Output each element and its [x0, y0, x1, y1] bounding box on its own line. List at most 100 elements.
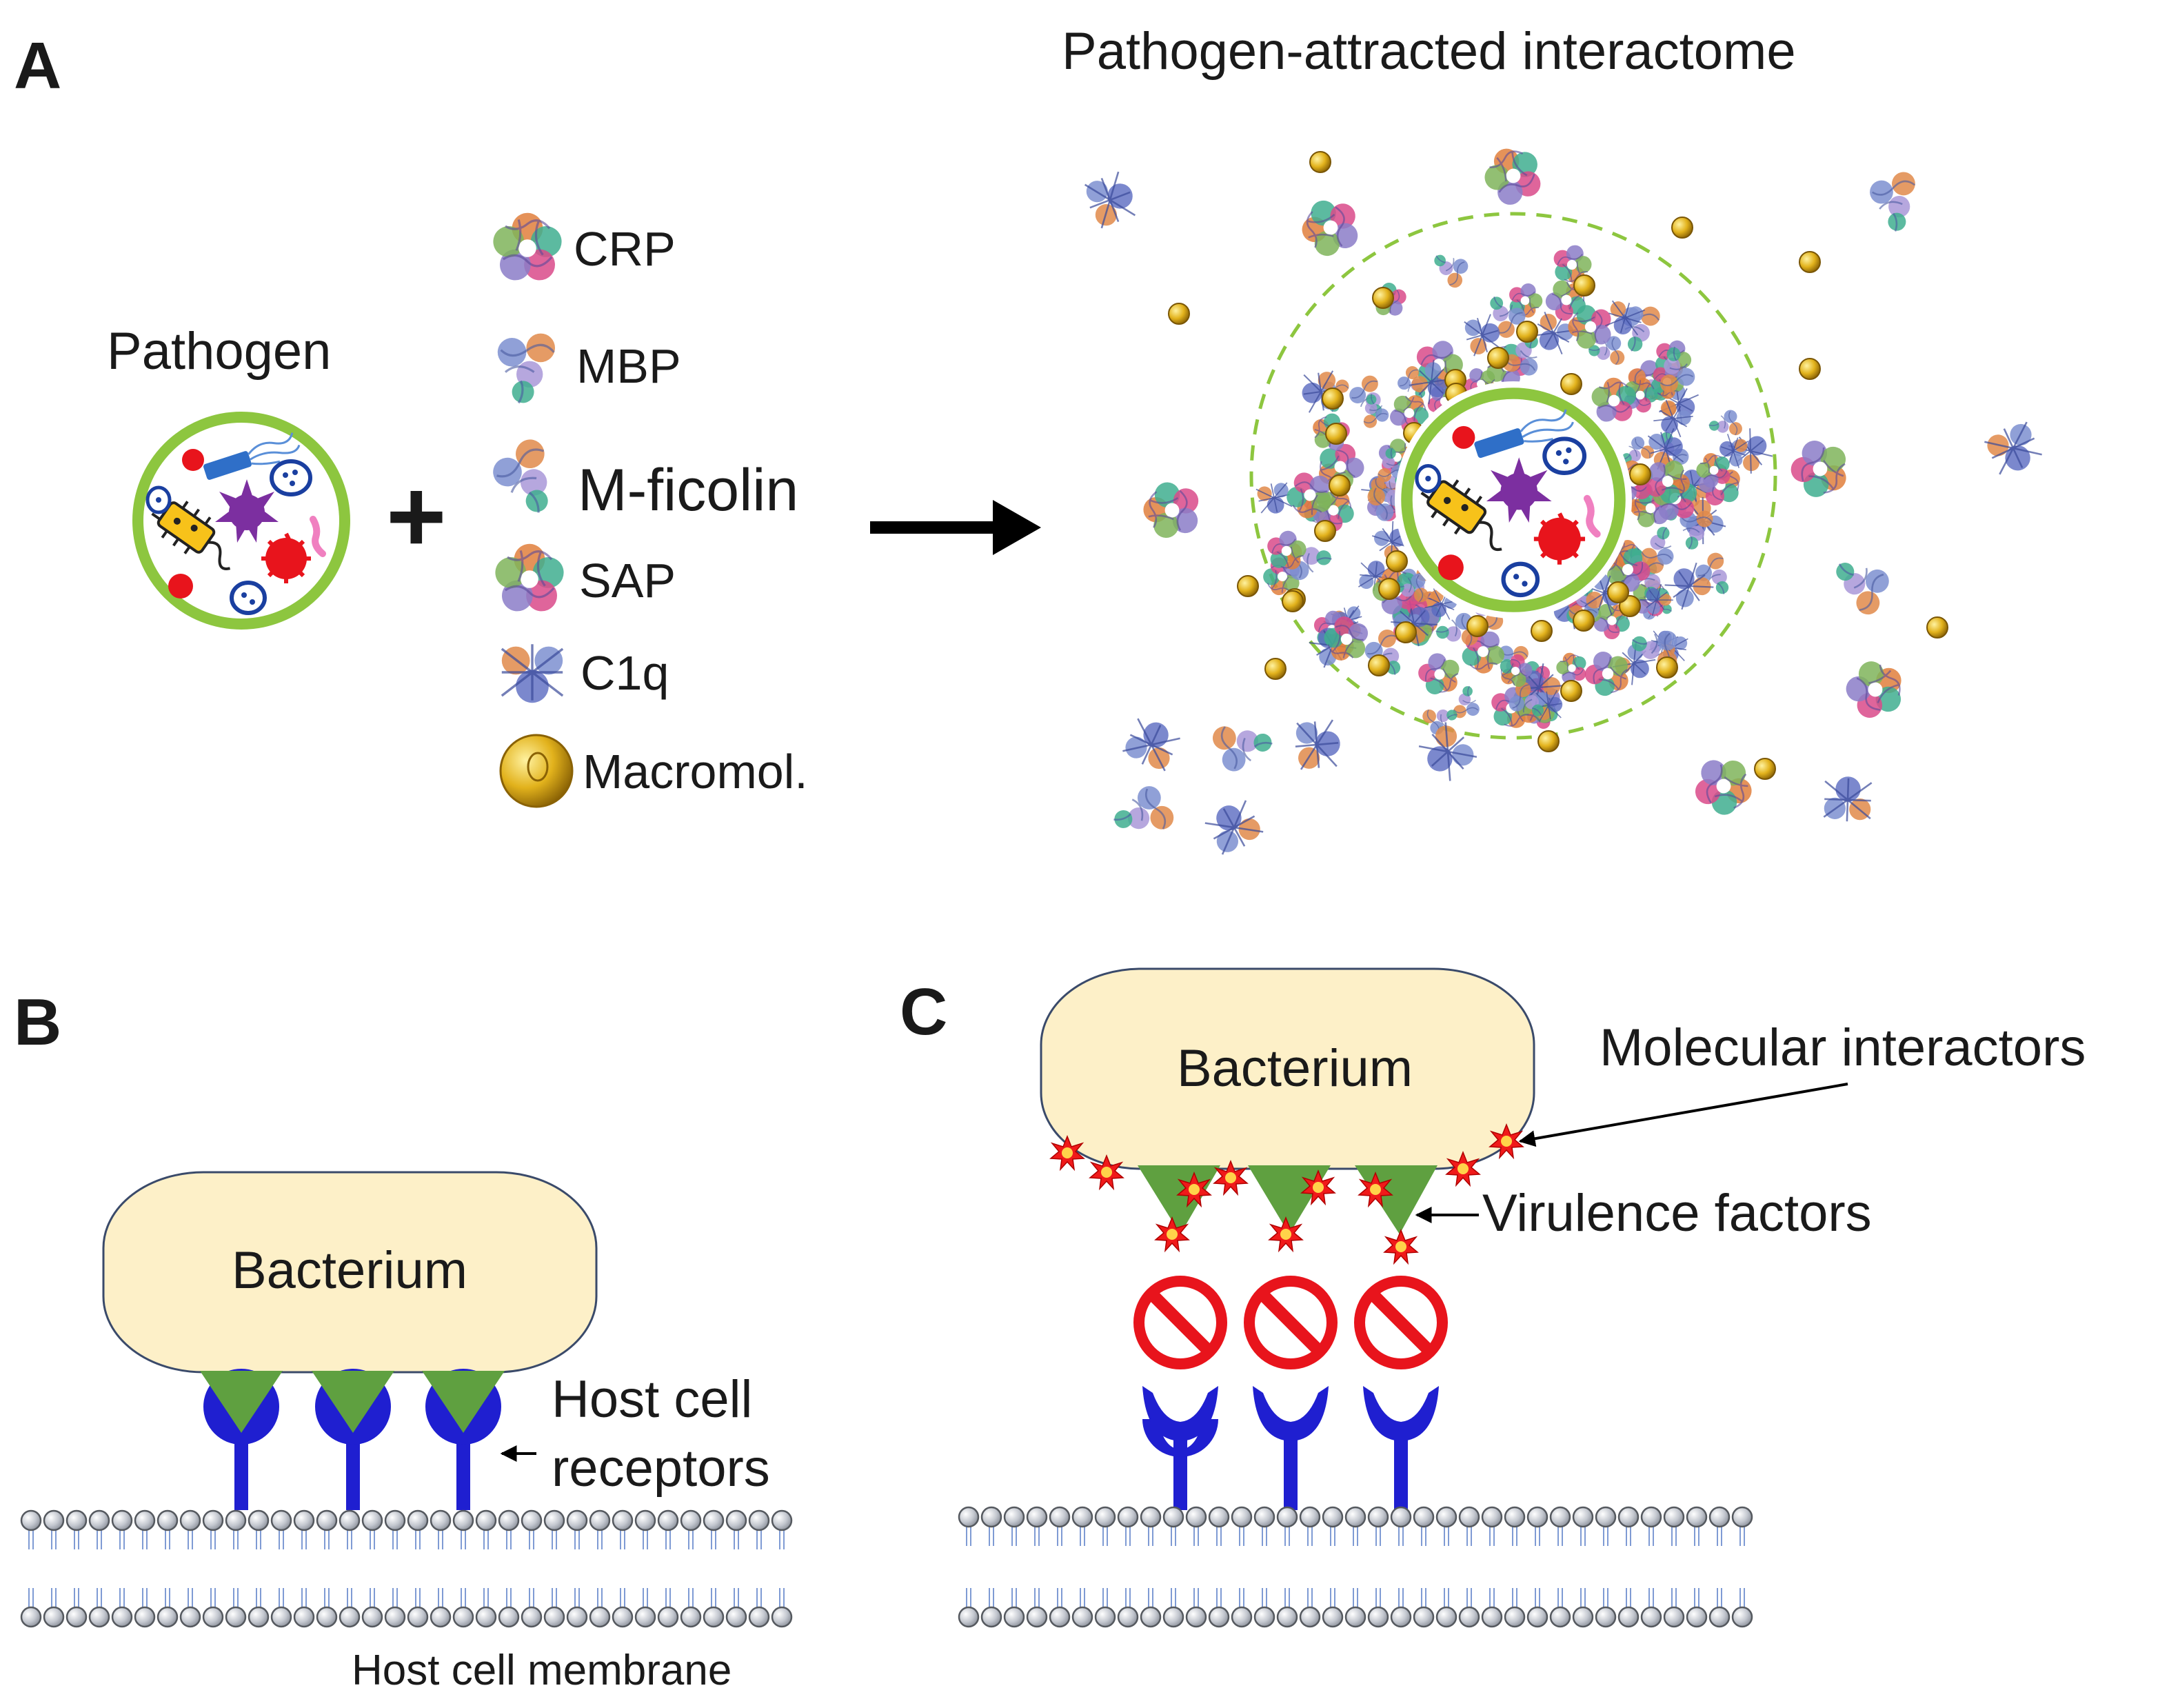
lipid-head — [1367, 1506, 1389, 1547]
lipid-head — [1413, 1506, 1435, 1547]
lipid-head — [475, 1509, 497, 1551]
lipid-head — [1686, 1506, 1708, 1547]
host-cell-membrane — [20, 1509, 793, 1628]
macromolecule-particle — [1325, 423, 1347, 445]
lipid-head — [1572, 1587, 1594, 1628]
protein-particle — [1413, 719, 1481, 786]
protein-particle — [1706, 408, 1744, 442]
lipid-head — [1390, 1506, 1412, 1547]
receptor-adhesin-pairs — [200, 1369, 505, 1510]
protein-particle — [1782, 430, 1861, 509]
lipid-head — [1026, 1506, 1048, 1547]
macromolecule-particle — [1537, 730, 1560, 752]
lipid-head — [384, 1509, 406, 1551]
host-cell-membrane — [958, 1506, 1753, 1628]
lipid-head — [1640, 1587, 1662, 1628]
legend-label-crp: CRP — [574, 222, 676, 276]
mbp-protein-icon — [496, 332, 556, 405]
lipid-head — [452, 1509, 474, 1551]
macromolecule-particle — [1560, 373, 1582, 395]
macromolecule-particle — [1754, 758, 1776, 780]
lipid-head — [566, 1587, 588, 1628]
lipid-head — [1049, 1506, 1071, 1547]
lipid-head — [1413, 1587, 1435, 1628]
lipid-head — [612, 1587, 634, 1628]
protein-particle — [1689, 751, 1760, 823]
lipid-head — [725, 1587, 747, 1628]
lipid-head — [1663, 1506, 1685, 1547]
lipid-head — [1208, 1587, 1230, 1628]
protein-particle — [1822, 548, 1897, 620]
lipid-head — [179, 1587, 201, 1628]
lipid-head — [1299, 1587, 1321, 1628]
lipid-head — [1390, 1587, 1412, 1628]
interactome-cloud — [1080, 137, 2046, 858]
plus-sign: + — [386, 458, 447, 574]
lipid-head — [65, 1587, 88, 1628]
lipid-head — [748, 1587, 770, 1628]
lipid-head — [134, 1587, 156, 1628]
host-receptor — [200, 1369, 283, 1510]
lipid-head — [680, 1509, 702, 1551]
lipid-head — [407, 1509, 429, 1551]
lipid-head — [225, 1509, 247, 1551]
lipid-head — [1140, 1587, 1162, 1628]
lipid-head — [657, 1509, 679, 1551]
lipid-head — [20, 1509, 42, 1551]
lipid-head — [293, 1509, 315, 1551]
lipid-head — [1595, 1506, 1617, 1547]
lipid-head — [634, 1509, 656, 1551]
lipid-head — [1617, 1506, 1640, 1547]
lipid-head — [157, 1587, 179, 1628]
host-receptor — [312, 1369, 394, 1510]
host-receptor — [422, 1369, 505, 1510]
receptor-label-line1: Host cell — [552, 1370, 752, 1429]
lipid-head — [225, 1587, 247, 1628]
sap-protein-icon — [494, 543, 565, 613]
lipid-head — [407, 1587, 429, 1628]
host-receptor — [1253, 1386, 1329, 1510]
macromolecule-sphere-icon — [499, 734, 574, 808]
macromolecule-particle — [1168, 303, 1190, 325]
virulence-factors-label: Virulence factors — [1482, 1184, 1872, 1243]
macromolecule-particle — [1237, 575, 1259, 597]
protein-particle — [1106, 780, 1178, 847]
lipid-head — [1481, 1506, 1503, 1547]
lipid-head — [543, 1587, 565, 1628]
protein-particle — [1866, 169, 1926, 236]
lipid-head — [1526, 1587, 1548, 1628]
lipid-head — [316, 1509, 338, 1551]
lipid-head — [248, 1509, 270, 1551]
lipid-head — [703, 1587, 725, 1628]
protein-particle — [1822, 774, 1873, 823]
virulence-factor — [1355, 1165, 1437, 1234]
macromolecule-particle — [1573, 610, 1595, 632]
lipid-head — [1276, 1506, 1298, 1547]
lipid-head — [1322, 1506, 1344, 1547]
lipid-head — [1322, 1587, 1344, 1628]
macromolecule-particle — [1560, 680, 1582, 702]
lipid-head — [1253, 1506, 1275, 1547]
lipid-head — [1435, 1587, 1457, 1628]
lipid-head — [452, 1587, 474, 1628]
macromolecule-particle — [1516, 321, 1538, 343]
virulence-factor — [1138, 1165, 1220, 1234]
crp-protein-icon — [492, 212, 563, 281]
block-icon — [1249, 1281, 1332, 1364]
macromolecule-particle — [1607, 581, 1629, 603]
lipid-head — [589, 1509, 611, 1551]
lipid-head — [1640, 1506, 1662, 1547]
lipid-head — [1094, 1587, 1116, 1628]
lipid-head — [1708, 1506, 1731, 1547]
lipid-head — [680, 1587, 702, 1628]
lipid-head — [1458, 1506, 1480, 1547]
macromolecule-particle — [1372, 287, 1394, 309]
macromolecule-particle — [1926, 616, 1948, 639]
panel-b-letter: B — [14, 985, 61, 1059]
lipid-head — [157, 1509, 179, 1551]
lipid-head — [1504, 1587, 1526, 1628]
lipid-head — [1458, 1587, 1480, 1628]
lipid-head — [179, 1509, 201, 1551]
lipid-head — [543, 1509, 565, 1551]
